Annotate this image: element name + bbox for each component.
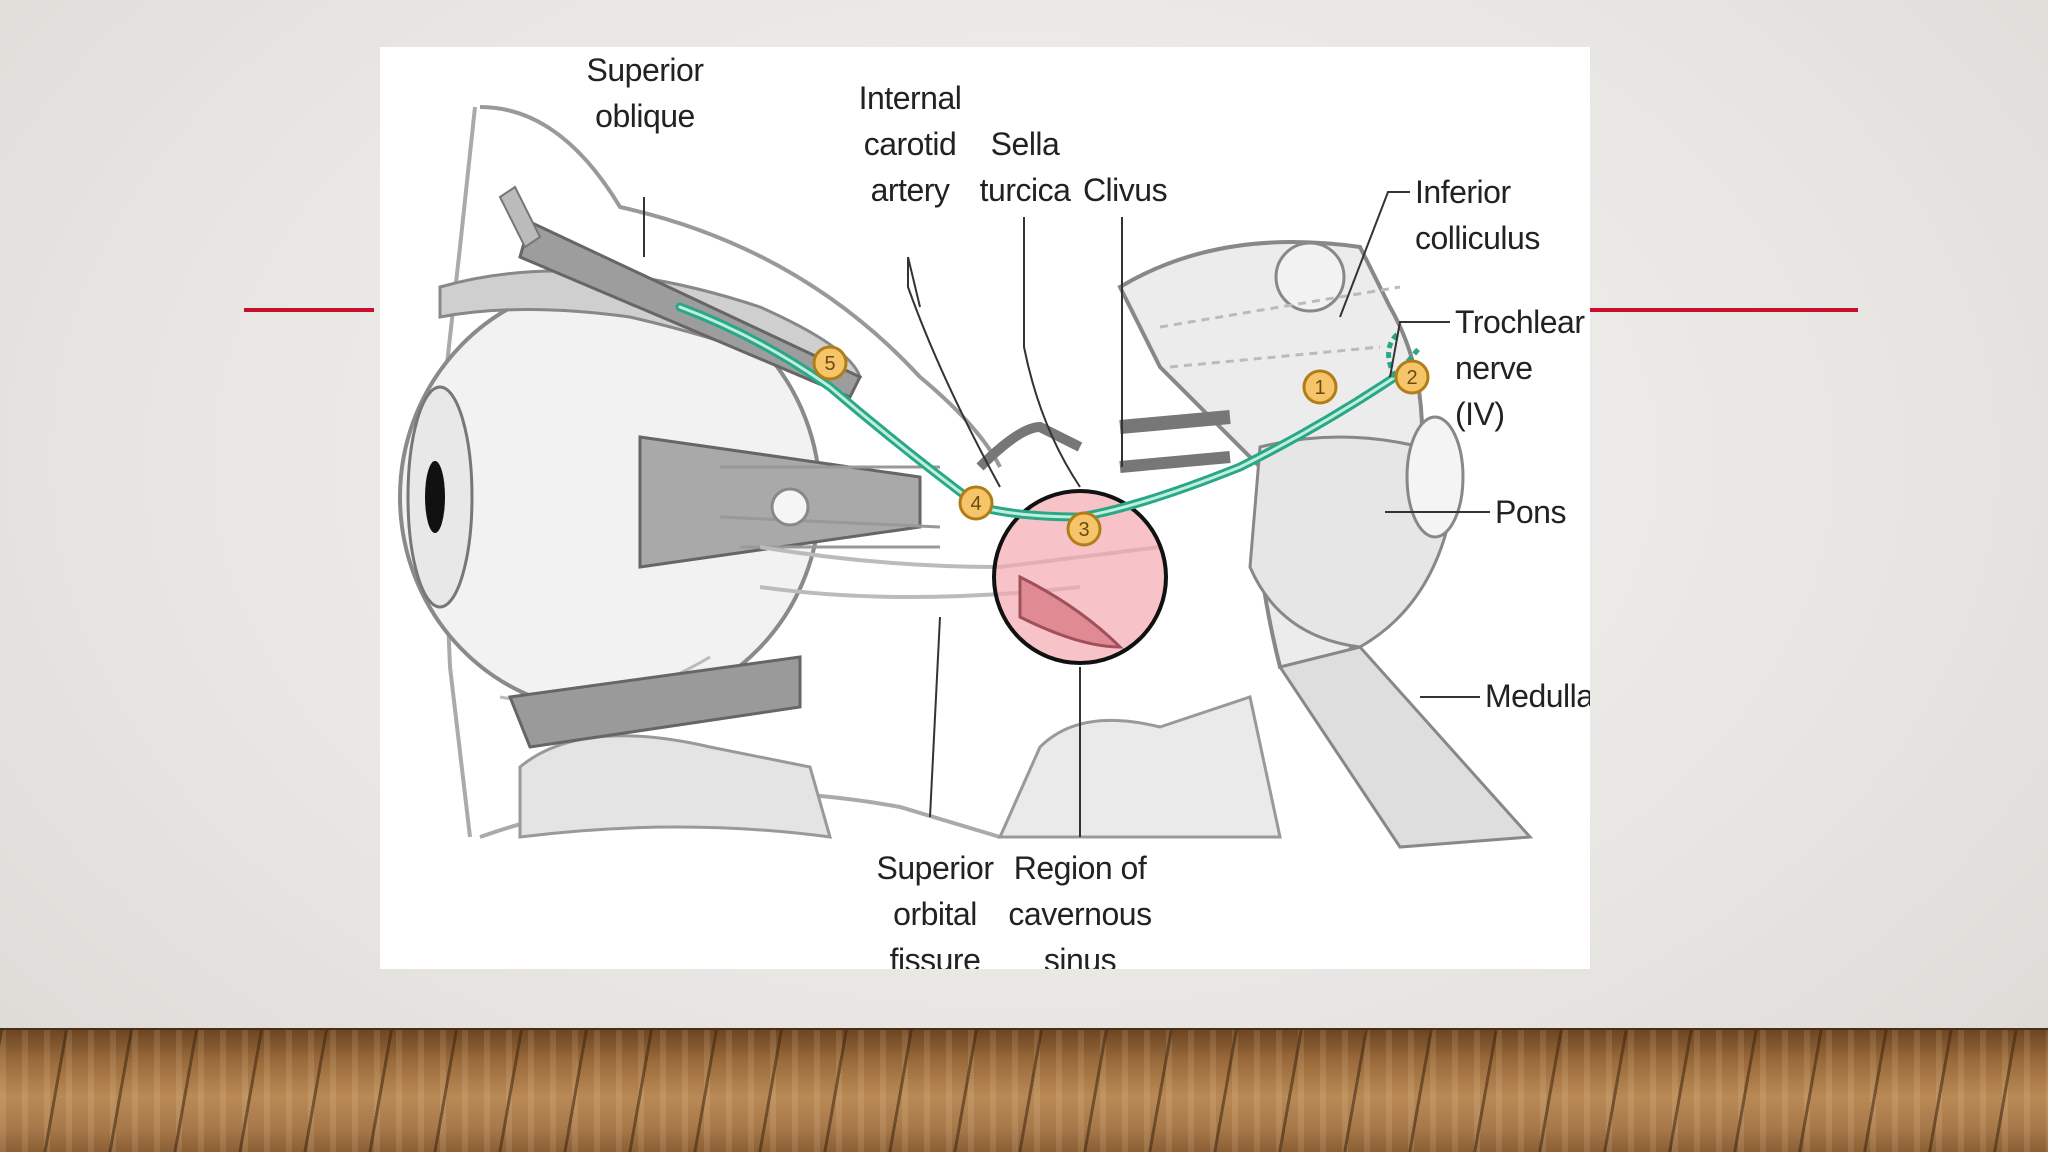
anatomy-illustration: 1 2 3 4 5 — [398, 105, 1534, 849]
svg-text:2: 2 — [1406, 367, 1417, 389]
label-sella-turcica: Sella turcica — [979, 126, 1071, 208]
label-clivus: Clivus — [1082, 172, 1168, 208]
inferior-muscle — [507, 655, 802, 749]
medulla-shape — [1277, 645, 1534, 849]
marker-5: 5 — [812, 345, 848, 381]
label-internal-carotid-artery: Internal carotid artery — [858, 80, 962, 208]
label-superior-orbital-fissure: Superior orbital fissure — [876, 850, 994, 969]
leader-inferior-colliculus — [1339, 191, 1410, 318]
leader-sella-turcica — [1023, 217, 1081, 488]
maxillary-bone — [518, 734, 833, 839]
pons-shape — [1248, 435, 1452, 649]
accent-line-right — [1588, 308, 1858, 312]
inferior-colliculus-shape — [1274, 241, 1346, 313]
label-pons: Pons — [1495, 494, 1566, 530]
trochlear-nerve-diagram: 1 2 3 4 5 Superior oblique — [380, 47, 1590, 969]
trochlea — [498, 185, 542, 249]
svg-text:1: 1 — [1314, 377, 1325, 399]
marker-1: 1 — [1302, 369, 1338, 405]
label-medulla: Medulla — [1485, 678, 1590, 714]
marker-3: 3 — [1066, 511, 1102, 547]
ciliary-ganglion — [770, 487, 810, 527]
marker-2: 2 — [1394, 359, 1430, 395]
wooden-floor — [0, 1030, 2048, 1152]
slide: 1 2 3 4 5 Superior oblique — [244, 47, 1858, 969]
marker-4: 4 — [958, 485, 994, 521]
sphenoid-bone — [997, 695, 1282, 839]
svg-text:3: 3 — [1078, 519, 1089, 541]
label-inferior-colliculus: Inferior colliculus — [1415, 174, 1540, 256]
leader-internal-carotid — [907, 257, 1001, 488]
svg-text:5: 5 — [824, 353, 835, 375]
svg-text:4: 4 — [970, 493, 981, 515]
pupil — [425, 461, 445, 533]
accent-line-left — [244, 308, 374, 312]
leader-trochlear-nerve — [1389, 321, 1450, 378]
internal-carotid-vessel — [976, 421, 1083, 471]
orbit-roof — [479, 105, 1002, 468]
label-region-cavernous-sinus: Region of cavernous sinus — [1008, 850, 1152, 969]
label-superior-oblique: Superior oblique — [586, 52, 704, 134]
leader-superior-orbital-fissure — [929, 616, 941, 818]
label-trochlear-nerve: Trochlear nerve (IV) — [1455, 304, 1585, 432]
